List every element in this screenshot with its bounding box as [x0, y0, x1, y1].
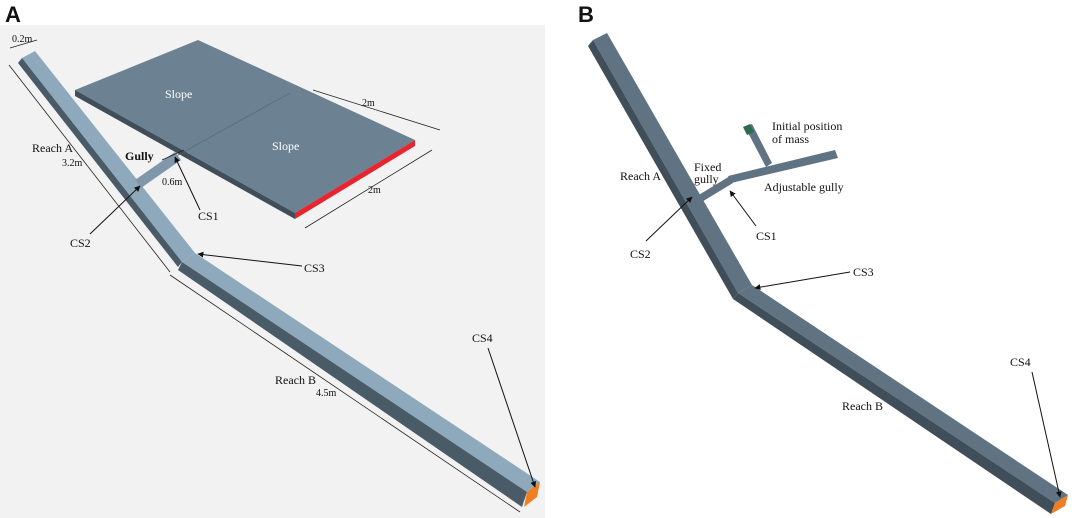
fixed-gully-b	[697, 176, 733, 203]
slope-length-top: 2m	[362, 98, 375, 109]
cs3-label-b: CS3	[853, 265, 874, 279]
cs4-label-a: CS4	[472, 331, 493, 345]
reach-a-channel	[18, 51, 195, 267]
reach-b-label-a: Reach B	[275, 373, 316, 387]
cs3-label-a: CS3	[304, 261, 325, 275]
slope-lower-label: Slope	[272, 139, 299, 153]
reach-a-label-b: Reach A	[620, 169, 661, 183]
reach-a-channel-b	[588, 33, 752, 299]
reach-a-top-face	[22, 51, 195, 262]
reach-b-b-top-face	[738, 285, 1068, 503]
panel-a-letter: A	[5, 2, 21, 27]
cs2-arrow-b	[645, 196, 693, 242]
reach-b-label-b: Reach B	[842, 399, 883, 413]
slope-plate	[75, 40, 415, 219]
reach-b-channel	[178, 253, 540, 507]
release-box	[745, 124, 772, 167]
reach-a-b-side-face	[588, 40, 738, 299]
slope-red-edge	[295, 140, 415, 219]
cs2-arrow-a	[89, 185, 141, 235]
cs1-arrow-a	[174, 156, 201, 211]
cs4-label-b: CS4	[1010, 355, 1031, 369]
reach-a-side-face	[18, 58, 182, 267]
panel-b-letter: B	[578, 2, 594, 27]
initial-mass	[743, 124, 754, 135]
initial-position-line1: Initial position	[772, 119, 842, 133]
reach-b-channel-b	[733, 285, 1068, 514]
slope-surface	[75, 40, 415, 213]
cs4-arrow-b	[1031, 371, 1062, 498]
cs2-label-b: CS2	[630, 247, 651, 261]
cs3-arrow-b	[754, 271, 851, 291]
cs2-label-a: CS2	[70, 236, 91, 250]
reach-a-b-top-face	[593, 33, 752, 293]
fixed-gully-line1: Fixed	[694, 160, 721, 174]
adjustable-gully-label: Adjustable gully	[764, 180, 844, 194]
reach-b-side-face	[178, 262, 527, 507]
gully-label: Gully	[125, 149, 154, 163]
reach-b-b-outlet	[1051, 495, 1068, 514]
gully-a	[135, 152, 181, 188]
reach-b-outlet	[524, 482, 540, 507]
panel-b: B Initial position of mass Fixed gully A…	[578, 2, 1068, 514]
reach-b-top-face	[182, 253, 540, 492]
cs1-label-b: CS1	[756, 229, 777, 243]
width-label: 0.2m	[12, 34, 33, 45]
cs4-arrow-a	[487, 347, 537, 488]
slope-length-bottom: 2m	[368, 185, 381, 196]
reach-b-length: 4.5m	[316, 388, 337, 399]
reach-a-label: Reach A	[32, 141, 73, 155]
slope-upper-label: Slope	[165, 87, 192, 101]
cs3-arrow-a	[197, 251, 303, 267]
gully-length: 0.6m	[162, 177, 183, 188]
cs1-arrow-b	[729, 190, 757, 227]
initial-position-line2: of mass	[772, 132, 809, 146]
reach-b-b-side-face	[733, 293, 1055, 514]
panel-a: A 0.2m Reac	[0, 2, 545, 518]
cs1-label-a: CS1	[198, 209, 219, 223]
fixed-gully-line2: gully	[694, 172, 719, 186]
slope-front-edge	[75, 90, 295, 219]
reach-a-length: 3.2m	[62, 158, 83, 169]
adjustable-gully-b	[728, 150, 838, 183]
dimension-lines-a	[8, 39, 521, 513]
